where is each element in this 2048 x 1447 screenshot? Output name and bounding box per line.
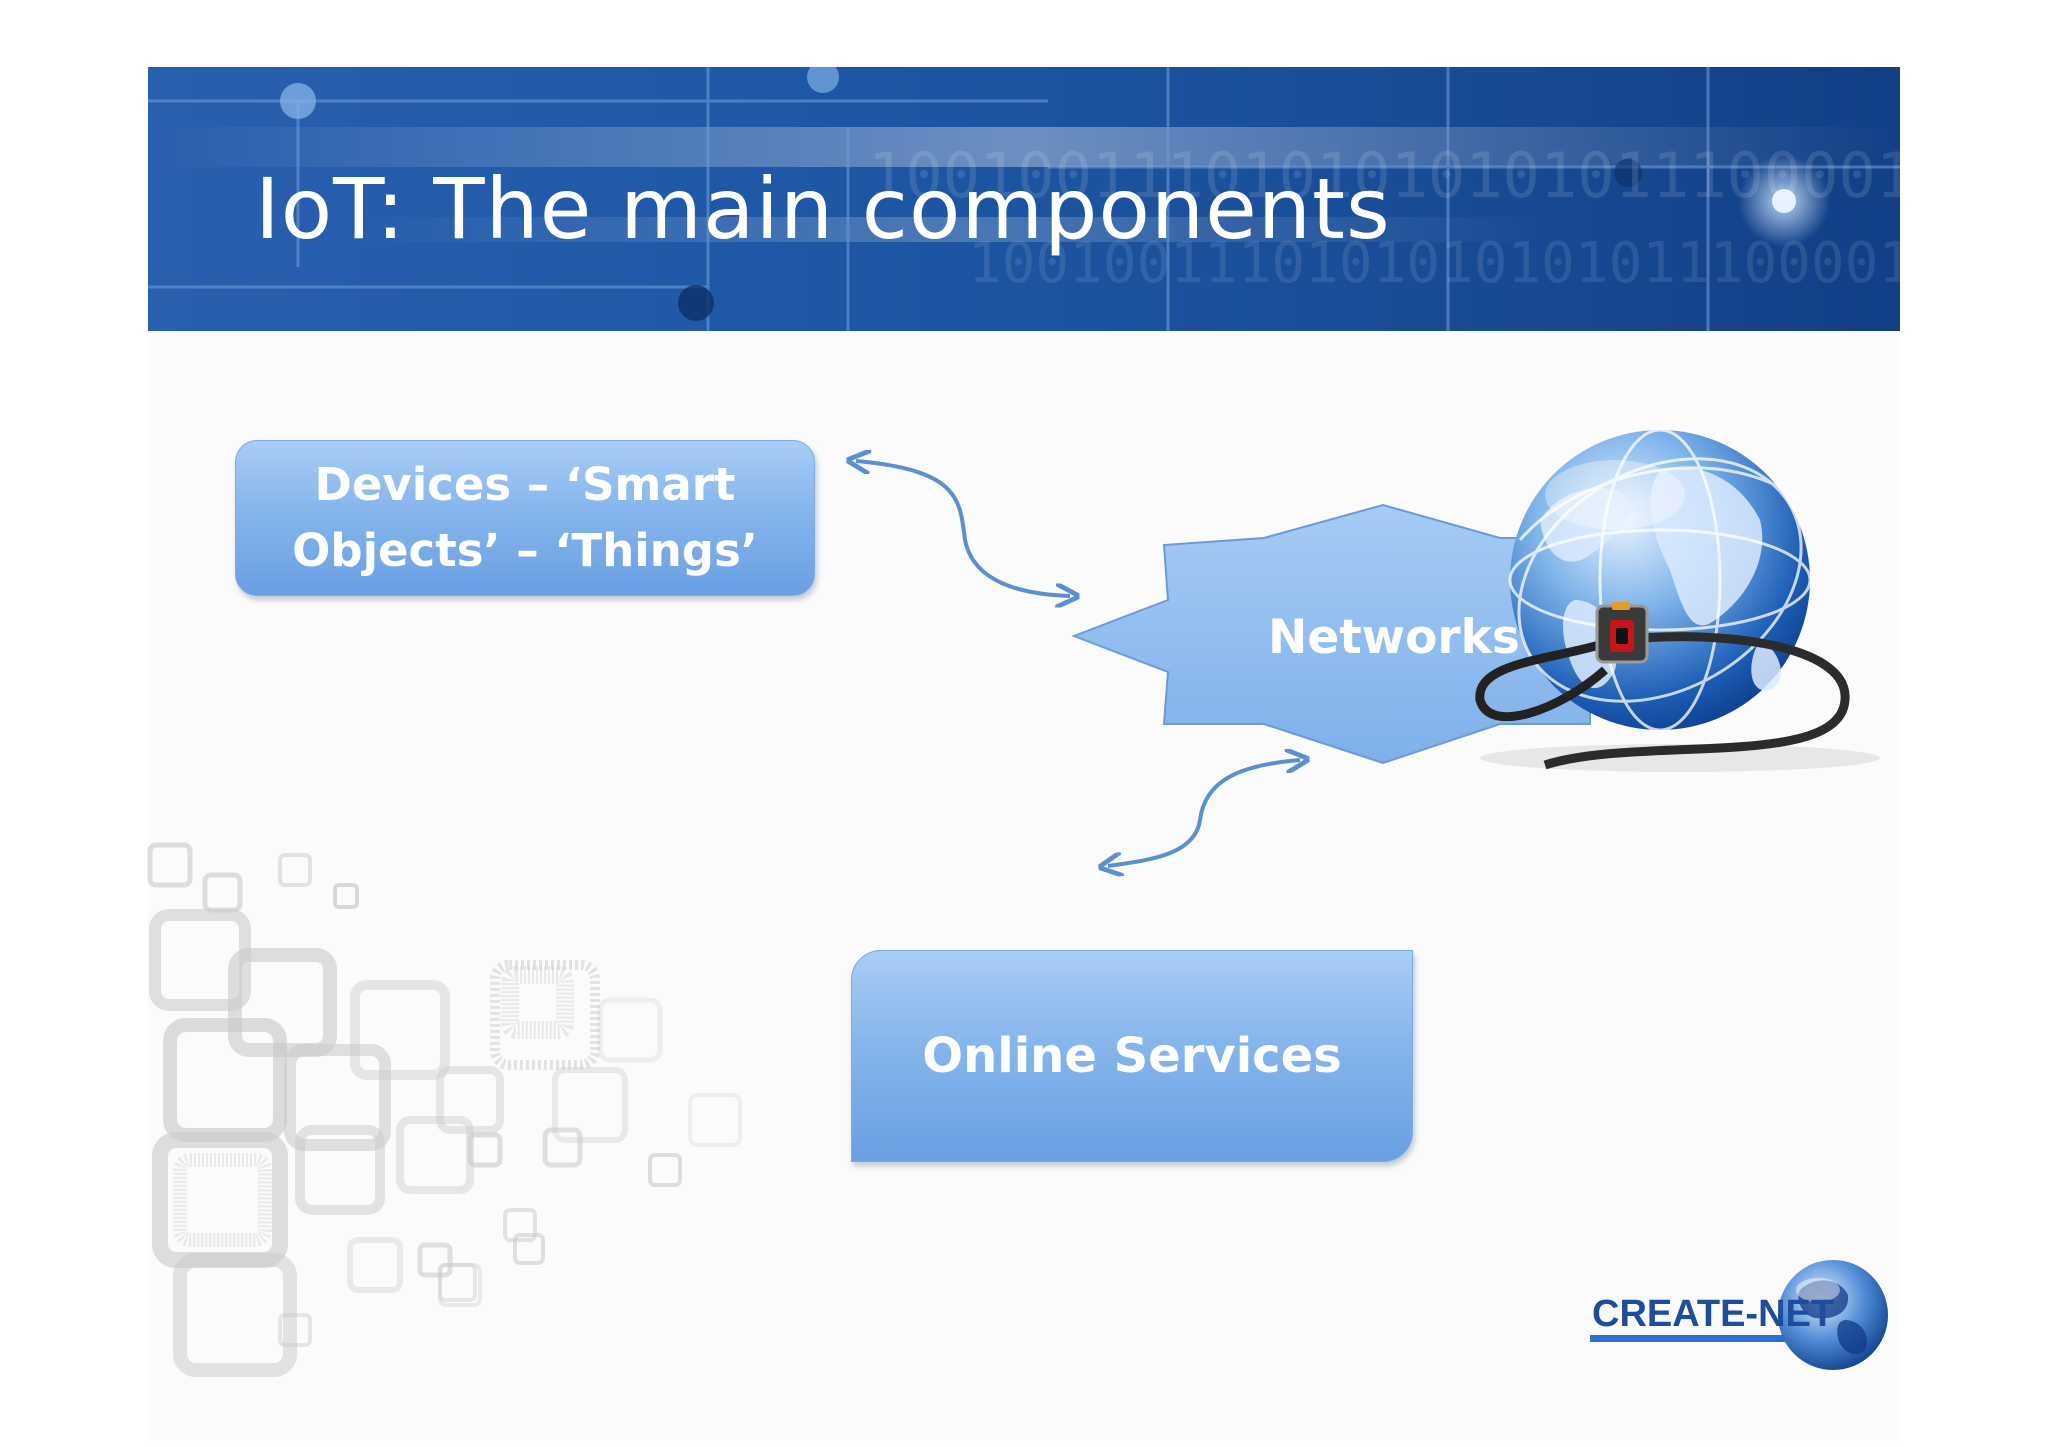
- online-services-label: Online Services: [922, 1028, 1342, 1084]
- devices-label-line2: Objects’ – ‘Things’: [292, 524, 758, 577]
- create-net-logo: CREATE-NET: [1592, 1293, 1835, 1335]
- globe-icon: [1480, 428, 1880, 772]
- logo-underline: [1590, 1335, 1785, 1342]
- header-banner: 1001001110101010101011100001100101100010…: [148, 67, 1900, 331]
- decorative-squares: [147, 842, 742, 1377]
- connector-arrow-devices-networks: [856, 461, 1070, 596]
- networks-label: Networks: [1268, 610, 1520, 665]
- binary-text-2: 1001001110101010101011100001100101100010…: [968, 231, 1900, 296]
- devices-box: Devices – ‘Smart Objects’ – ‘Things’: [235, 440, 815, 596]
- network-plug-icon: [1475, 602, 1850, 770]
- binary-text: 1001001110101010101011100001100101100010…: [868, 139, 1900, 212]
- circuit-background-icon: 1001001110101010101011100001100101100010…: [148, 67, 1900, 331]
- create-net-globe-icon: [1778, 1260, 1888, 1370]
- devices-label-line1: Devices – ‘Smart: [314, 458, 736, 511]
- online-services-box: Online Services: [851, 950, 1413, 1162]
- connector-arrow-networks-services: [1108, 760, 1300, 866]
- slide-title: IoT: The main components: [255, 160, 1391, 258]
